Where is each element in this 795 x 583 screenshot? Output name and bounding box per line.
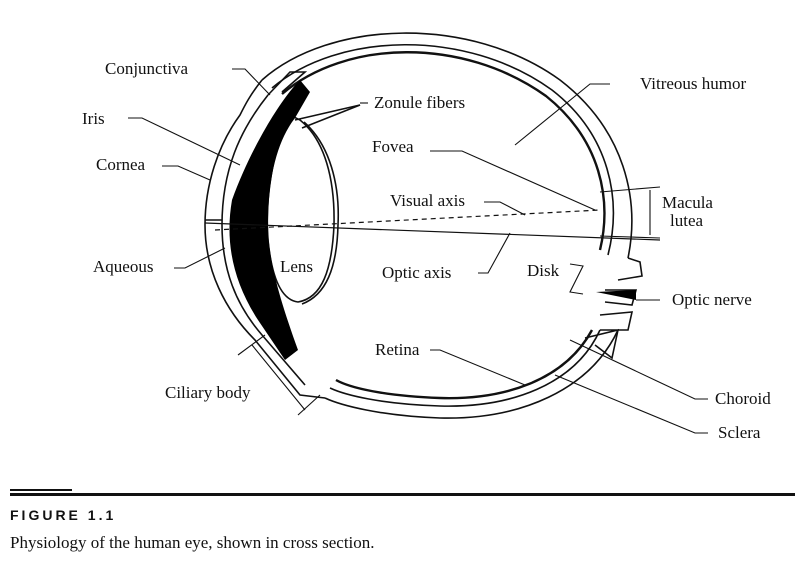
zonule-fiber-line-2 bbox=[301, 104, 361, 129]
zonule-fiber-line-1 bbox=[294, 104, 361, 121]
label-macula-line1: Macula bbox=[662, 193, 713, 212]
leader-cornea bbox=[162, 165, 211, 181]
leader-disk bbox=[569, 263, 584, 295]
retina-layer bbox=[281, 51, 606, 400]
label-visual-axis: Visual axis bbox=[390, 191, 465, 210]
label-choroid: Choroid bbox=[715, 389, 771, 408]
leader-iris bbox=[128, 117, 241, 166]
leader-ciliary-body bbox=[237, 334, 321, 416]
figure-rule bbox=[10, 493, 795, 496]
visual-axis-line bbox=[214, 209, 601, 231]
conjunctiva-flap bbox=[267, 71, 308, 96]
label-fovea: Fovea bbox=[372, 137, 414, 156]
cornea-inner bbox=[221, 94, 306, 386]
iris-region bbox=[229, 80, 310, 360]
leader-choroid bbox=[569, 339, 708, 400]
label-optic-nerve: Optic nerve bbox=[672, 290, 752, 309]
label-conjunctiva: Conjunctiva bbox=[105, 59, 189, 78]
label-vitreous-humor: Vitreous humor bbox=[640, 74, 746, 93]
leader-fovea bbox=[430, 150, 596, 211]
choroid-layer bbox=[271, 43, 615, 407]
optic-nerve-fiber bbox=[596, 290, 636, 300]
leader-macula bbox=[599, 186, 661, 239]
cornea-outer bbox=[204, 79, 326, 399]
leader-sclera bbox=[554, 374, 708, 434]
eye-cross-section-diagram: Conjunctiva Iris Cornea Aqueous Lens Cil… bbox=[82, 32, 771, 442]
figure-number: FIGURE 1.1 bbox=[10, 507, 117, 523]
label-aqueous: Aqueous bbox=[93, 257, 153, 276]
leader-visual-axis bbox=[484, 201, 526, 216]
sclera-outer bbox=[261, 32, 633, 419]
label-sclera: Sclera bbox=[718, 423, 761, 442]
label-macula-line2: lutea bbox=[670, 211, 703, 230]
label-optic-axis: Optic axis bbox=[382, 263, 451, 282]
figure-rule-accent bbox=[10, 489, 72, 491]
leader-vitreous bbox=[514, 83, 610, 146]
figure-caption: Physiology of the human eye, shown in cr… bbox=[10, 533, 375, 552]
label-ciliary-body: Ciliary body bbox=[165, 383, 251, 402]
leader-conjunctiva bbox=[232, 68, 271, 96]
label-disk: Disk bbox=[527, 261, 560, 280]
optic-axis-line bbox=[204, 222, 661, 241]
label-iris: Iris bbox=[82, 109, 105, 128]
label-cornea: Cornea bbox=[96, 155, 146, 174]
label-lens: Lens bbox=[280, 257, 313, 276]
lens-capsule bbox=[301, 121, 340, 305]
leader-optic-axis bbox=[478, 232, 511, 274]
leader-aqueous bbox=[174, 247, 226, 269]
leader-retina bbox=[430, 349, 526, 386]
label-retina: Retina bbox=[375, 340, 420, 359]
label-zonule-fibers: Zonule fibers bbox=[374, 93, 465, 112]
